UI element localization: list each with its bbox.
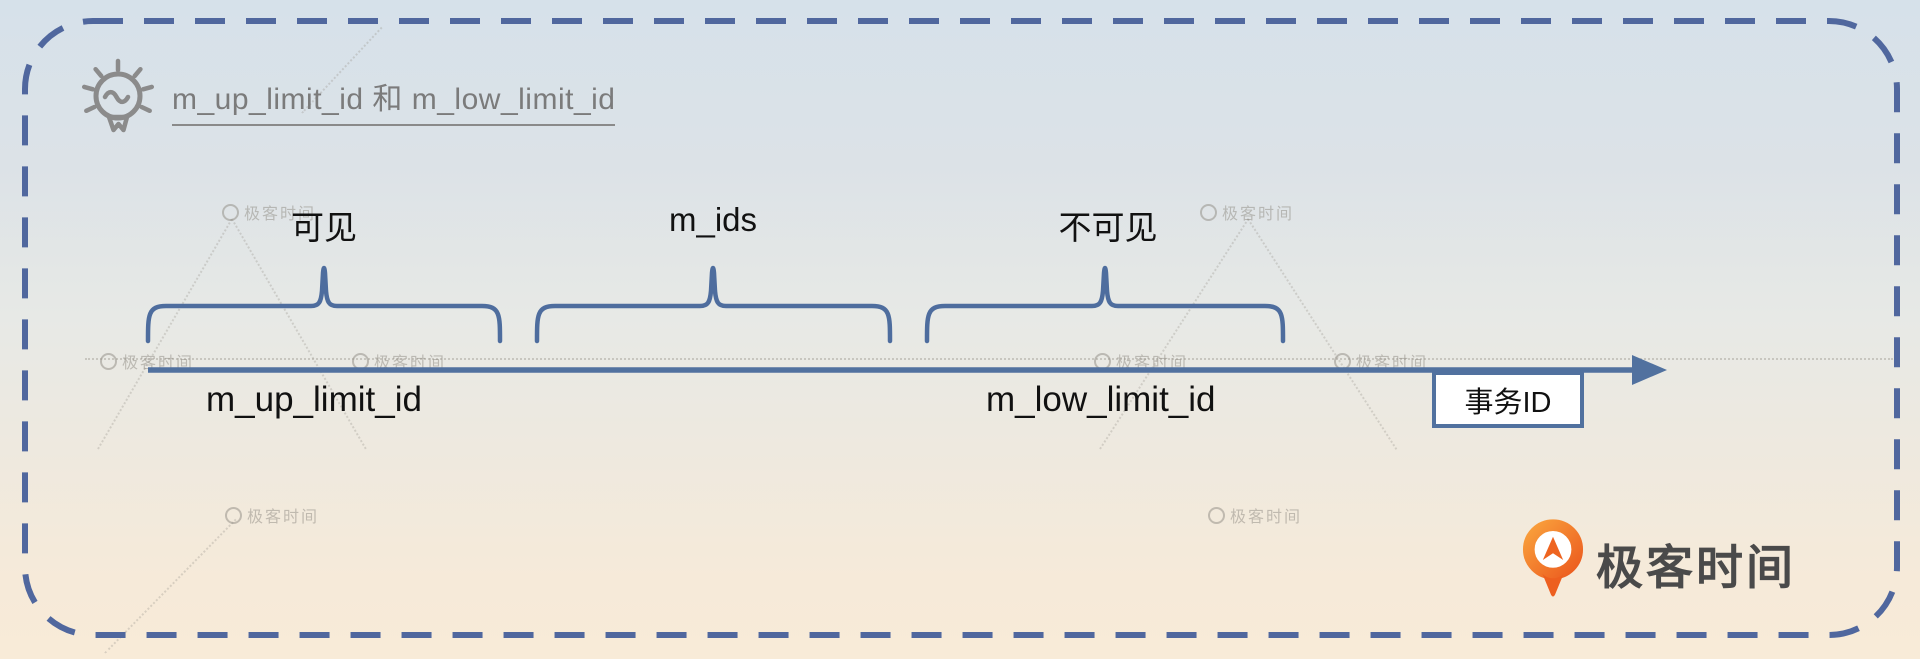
region-label-m-ids: m_ids <box>668 201 758 238</box>
brand-name: 极客时间 <box>1596 540 1796 594</box>
axis-unit-label: 事务ID <box>1464 386 1552 419</box>
dashed-border <box>22 18 1900 638</box>
watermark-dotted-line <box>85 358 1893 360</box>
lightbulb-icon <box>81 58 155 133</box>
axis-unit-box: 事务ID <box>1432 371 1584 428</box>
page-title: m_up_limit_id 和 m_low_limit_id <box>172 74 616 126</box>
axis-label-up-limit: m_up_limit_id <box>206 380 422 419</box>
geektime-logo-icon <box>1522 519 1584 597</box>
brand-logo: 极客时间 <box>1522 518 1796 602</box>
brace-m-ids <box>534 265 893 344</box>
region-label-visible: 可见 <box>291 209 357 246</box>
brace-invisible <box>924 265 1286 344</box>
brace-visible <box>145 265 503 344</box>
axis-label-low-limit: m_low_limit_id <box>986 380 1216 419</box>
watermark-pin-icon <box>1208 506 1225 524</box>
axis-arrowhead-icon <box>1632 355 1667 385</box>
watermark-pin-icon <box>225 506 242 524</box>
header: m_up_limit_id 和 m_low_limit_id <box>78 52 616 144</box>
watermark: 极客时间 <box>222 200 316 224</box>
watermark-pin-icon <box>1200 203 1217 221</box>
watermark-pin-icon <box>222 203 239 221</box>
watermark: 极客时间 <box>1200 200 1294 224</box>
watermark: 极客时间 <box>225 503 319 527</box>
region-label-invisible: 不可见 <box>1058 209 1158 246</box>
watermark: 极客时间 <box>1208 503 1302 527</box>
watermark-pin-icon <box>100 352 117 370</box>
